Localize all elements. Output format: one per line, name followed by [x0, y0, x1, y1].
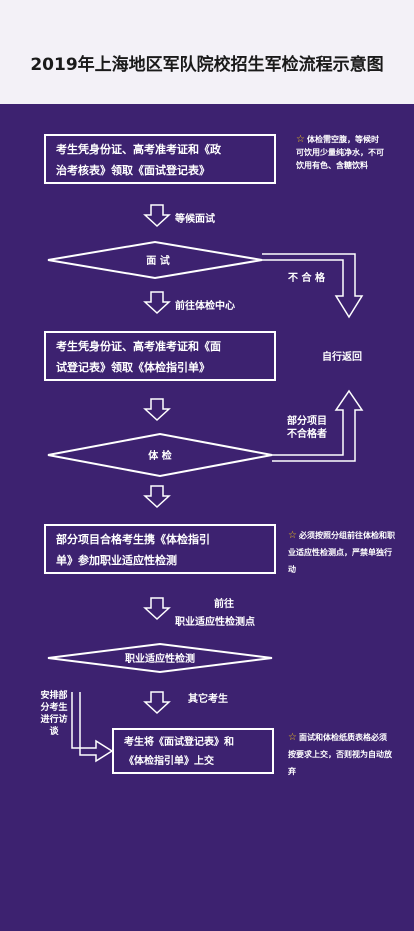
- step-box-1: 考生凭身份证、高考准考证和《政 治考核表》领取《面试登记表》: [44, 134, 276, 184]
- note-2: ☆必须按照分组前往体检和职业适应性检测点，严禁单独行动: [288, 530, 395, 574]
- down-arrow-icon: [144, 204, 170, 227]
- goto-center-label: 前往体检中心: [175, 301, 235, 312]
- partial-fail-arrow: [272, 389, 364, 462]
- star-icon: ☆: [296, 134, 305, 145]
- step-box-2: 考生凭身份证、高考准考证和《面 试登记表》领取《体检指引单》: [44, 331, 276, 381]
- title-band: [0, 0, 414, 104]
- page-title: 2019年上海地区军队院校招生军检流程示意图: [30, 55, 384, 75]
- goto-point-label-1: 前往: [214, 599, 234, 610]
- self-return-label: 自行返回: [322, 352, 362, 363]
- down-arrow-icon: [144, 485, 170, 508]
- step-box-3: 部分项目合格考生携《体检指引 单》参加职业适应性检测: [44, 524, 276, 574]
- down-arrow-icon: [144, 691, 170, 714]
- interview-arrow: [71, 692, 114, 763]
- down-arrow-icon: [144, 398, 170, 421]
- down-arrow-icon: [144, 597, 170, 620]
- step-box-4: 考生将《面试登记表》和 《体检指引单》上交: [112, 728, 274, 774]
- interview-arrange-label: 安排部分考生进行访谈: [40, 691, 68, 737]
- note-3: ☆面试和体检纸质表格必须按要求上交，否则视为自动放弃: [288, 732, 392, 776]
- adapt-test-diamond: [47, 642, 273, 674]
- star-icon: ☆: [288, 732, 297, 743]
- other-students-label: 其它考生: [188, 694, 228, 705]
- down-arrow-icon: [144, 291, 170, 314]
- partial-fail-label: 部分项目 不合格者: [287, 416, 327, 440]
- fail-label: 不 合 格: [288, 273, 325, 284]
- adapt-test-label: 职业适应性检测: [125, 652, 195, 665]
- star-icon: ☆: [288, 530, 297, 541]
- goto-point-label-2: 职业适应性检测点: [175, 617, 255, 628]
- fail-arrow: [262, 253, 364, 319]
- interview-label: 面 试: [146, 254, 169, 267]
- note-1: ☆体检需空腹，等候时可饮用少量纯净水，不可饮用有色、含糖饮料: [296, 134, 384, 170]
- wait-interview-label: 等候面试: [175, 214, 215, 225]
- exam-label: 体 检: [148, 449, 171, 462]
